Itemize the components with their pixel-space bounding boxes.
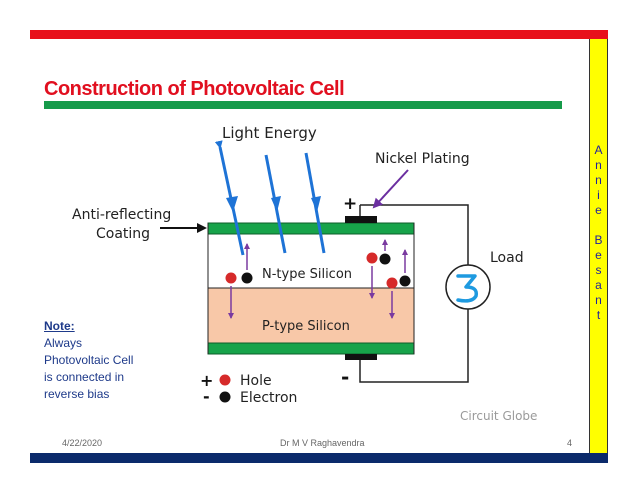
- light-energy-label: Light Energy: [222, 124, 317, 142]
- load-label: Load: [490, 250, 524, 266]
- bottom-accent-bar: [30, 453, 608, 463]
- p-type-layer: [208, 288, 414, 343]
- side-letters: A n n i e B e s a n t: [590, 143, 607, 323]
- side-letter: e: [595, 203, 602, 217]
- top-electrode: [345, 216, 377, 223]
- side-letter: B: [594, 233, 603, 247]
- note-heading: Note:: [44, 319, 75, 333]
- electron: [241, 272, 253, 284]
- plus-terminal: +: [343, 194, 357, 214]
- hole: [366, 252, 378, 264]
- side-letter: i: [597, 188, 600, 202]
- legend-hole-label: Hole: [240, 373, 272, 389]
- anti-reflecting-label: Anti-reflecting: [72, 207, 171, 223]
- bottom-electrode: [345, 354, 377, 360]
- light-ray-head: [271, 196, 281, 212]
- electron: [379, 253, 391, 265]
- footer-page-number: 4: [567, 438, 573, 448]
- side-letter: t: [596, 308, 601, 322]
- side-band: [589, 39, 608, 453]
- load-symbol: [456, 274, 479, 303]
- side-letter: n: [595, 293, 602, 307]
- circuit-wire: [359, 204, 469, 383]
- note-line: Photovoltaic Cell: [44, 353, 134, 367]
- watermark: Circuit Globe: [460, 409, 537, 423]
- note-line: Always: [44, 336, 83, 350]
- side-letter: s: [595, 263, 602, 277]
- electron: [399, 275, 411, 287]
- p-type-label: P-type Silicon: [262, 319, 350, 334]
- top-accent-bar: [30, 30, 608, 39]
- side-letter: A: [594, 143, 603, 157]
- note-line: reverse bias: [44, 387, 110, 401]
- side-letter: e: [595, 248, 602, 262]
- legend-hole-sign: +: [200, 371, 213, 390]
- side-letter: n: [595, 158, 602, 172]
- legend-hole-dot: [219, 374, 231, 386]
- n-type-label: N-type Silicon: [262, 267, 352, 282]
- note-line: is connected in: [44, 370, 125, 384]
- title-underline: [44, 101, 562, 109]
- legend-electron-sign: -: [203, 387, 210, 406]
- light-ray-head: [311, 196, 321, 212]
- slide-title: Construction of Photovoltaic Cell: [44, 78, 345, 100]
- note-block: Note: Always Photovoltaic Cell is connec…: [44, 318, 174, 403]
- hole: [225, 272, 237, 284]
- nickel-plating-label: Nickel Plating: [375, 151, 470, 167]
- nickel-pointer-arrow: [372, 169, 409, 209]
- legend-electron-label: Electron: [240, 390, 297, 406]
- footer-author: Dr M V Raghavendra: [280, 438, 365, 448]
- footer-date: 4/22/2020: [62, 438, 103, 448]
- side-letter: n: [595, 173, 602, 187]
- side-letter: a: [595, 278, 602, 292]
- light-ray-head: [226, 196, 238, 212]
- hole: [386, 277, 398, 289]
- bottom-coating: [207, 342, 415, 355]
- minus-terminal: -: [341, 365, 349, 389]
- legend-electron-dot: [219, 391, 231, 403]
- coating-label: Coating: [96, 226, 150, 242]
